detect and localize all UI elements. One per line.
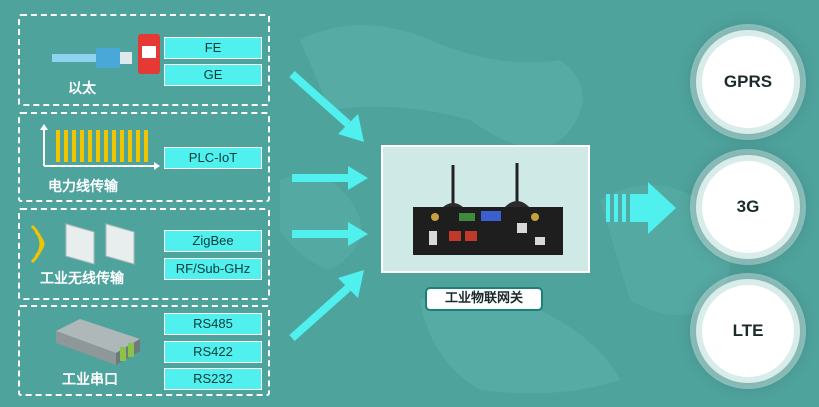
- network-lte-label: LTE: [732, 321, 764, 340]
- pill-ge: GE: [164, 64, 262, 86]
- pill-rs422: RS422: [164, 341, 262, 363]
- arrow-ethernet-to-gateway: [289, 71, 364, 142]
- plc-label: 电力线传输: [48, 179, 118, 195]
- pill-zigbee: ZigBee: [164, 230, 262, 252]
- ethernet-cable-icon: [52, 34, 160, 74]
- arrow-wireless-to-gateway: [292, 222, 368, 246]
- pill-rs485: RS485: [164, 313, 262, 335]
- arrow-plc-to-gateway: [292, 166, 368, 190]
- pill-rf-subghz: RF/Sub-GHz: [164, 258, 262, 280]
- network-3g-label: 3G: [736, 197, 760, 216]
- gateway-box: [381, 145, 590, 273]
- wireless-signal-icon: [30, 223, 135, 265]
- serial-label: 工业串口: [62, 372, 118, 388]
- network-gprs: GPRS: [696, 30, 800, 134]
- network-lte: LTE: [696, 279, 800, 383]
- plc-panel: 电力线传输 PLC-IoT: [18, 112, 270, 202]
- serial-module-icon: [56, 319, 140, 365]
- pill-rs232: RS232: [164, 368, 262, 390]
- ethernet-label: 以太: [68, 81, 96, 97]
- arrow-serial-to-gateway: [289, 270, 364, 341]
- network-gprs-label: GPRS: [723, 72, 773, 91]
- wireless-panel: 工业无线传输 ZigBee RF/Sub-GHz: [18, 208, 270, 300]
- pill-plc-iot: PLC-IoT: [164, 147, 262, 169]
- wireless-label: 工业无线传输: [40, 271, 124, 287]
- plc-signal-icon: [40, 124, 160, 170]
- ethernet-panel: 以太 FE GE: [18, 14, 270, 106]
- arrow-gateway-to-networks: [606, 182, 676, 234]
- gateway-label: 工业物联网关: [425, 287, 543, 311]
- gateway-device-icon: [413, 163, 563, 255]
- network-3g: 3G: [696, 155, 800, 259]
- pill-fe: FE: [164, 37, 262, 59]
- serial-panel: 工业串口 RS485 RS422 RS232: [18, 305, 270, 396]
